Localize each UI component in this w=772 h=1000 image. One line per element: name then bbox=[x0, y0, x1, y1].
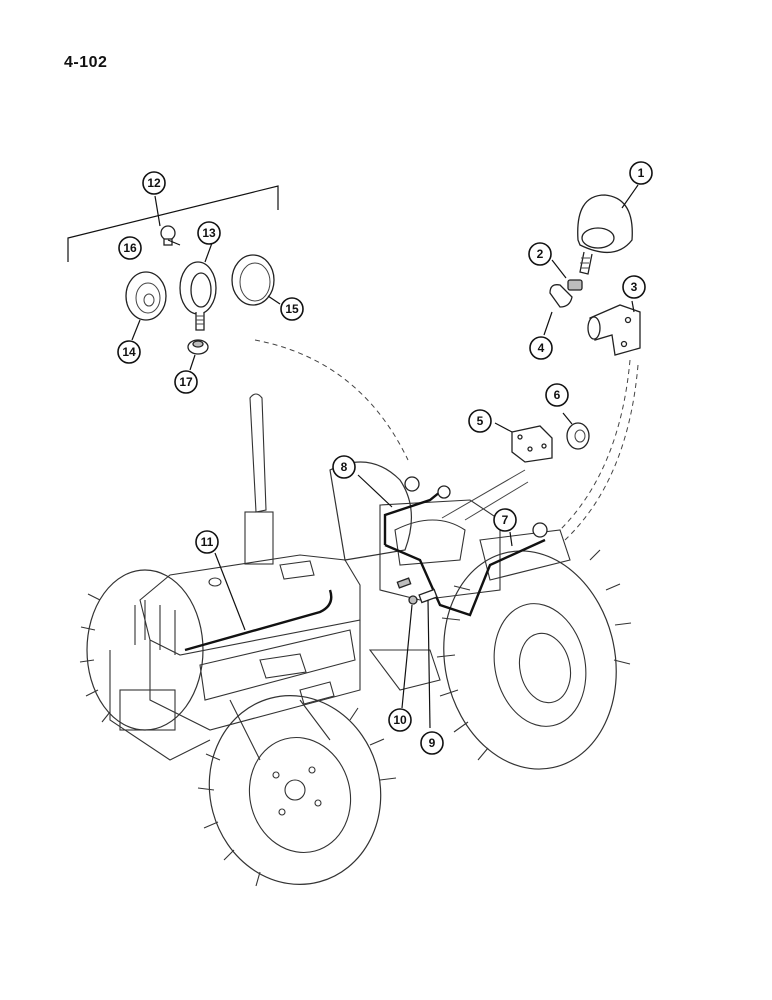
callout-16: 16 bbox=[118, 236, 142, 260]
svg-text:1: 1 bbox=[638, 166, 645, 180]
svg-text:14: 14 bbox=[122, 345, 136, 359]
svg-text:6: 6 bbox=[554, 388, 561, 402]
callout-12: 12 bbox=[142, 171, 166, 195]
work-lamp-group bbox=[494, 184, 641, 463]
connector-lines bbox=[254, 339, 639, 541]
svg-text:13: 13 bbox=[202, 226, 216, 240]
callout-7: 7 bbox=[493, 508, 517, 532]
callout-9: 9 bbox=[420, 731, 444, 755]
callout-2: 2 bbox=[528, 242, 552, 266]
plate-bracket-part bbox=[511, 425, 553, 463]
svg-text:9: 9 bbox=[429, 736, 436, 750]
right-rear-wheel bbox=[436, 549, 632, 770]
callout-13: 13 bbox=[197, 221, 221, 245]
callout-6: 6 bbox=[545, 383, 569, 407]
lens-part bbox=[125, 271, 167, 321]
page-number: 4-102 bbox=[64, 54, 108, 71]
tractor-body bbox=[109, 393, 571, 761]
grommet-part bbox=[187, 339, 209, 355]
callout-11: 11 bbox=[195, 530, 219, 554]
rim-part bbox=[231, 254, 275, 306]
group-bracket bbox=[67, 185, 279, 262]
tractor-illustration bbox=[79, 393, 632, 887]
svg-text:17: 17 bbox=[179, 375, 193, 389]
callout-8: 8 bbox=[332, 455, 356, 479]
lamp-housing-part bbox=[179, 261, 217, 331]
svg-text:2: 2 bbox=[537, 247, 544, 261]
svg-text:3: 3 bbox=[631, 280, 638, 294]
svg-text:8: 8 bbox=[341, 460, 348, 474]
callout-17: 17 bbox=[174, 370, 198, 394]
callout-14: 14 bbox=[117, 340, 141, 364]
svg-text:10: 10 bbox=[393, 713, 407, 727]
callout-15: 15 bbox=[280, 297, 304, 321]
callout-4: 4 bbox=[529, 336, 553, 360]
bulb-part bbox=[160, 225, 176, 246]
callout-3: 3 bbox=[622, 275, 646, 299]
svg-text:7: 7 bbox=[502, 513, 509, 527]
rear-left-wheel bbox=[79, 569, 204, 731]
svg-text:16: 16 bbox=[123, 241, 137, 255]
svg-text:15: 15 bbox=[285, 302, 299, 316]
svg-text:12: 12 bbox=[147, 176, 161, 190]
cap-part bbox=[566, 422, 590, 450]
callout-5: 5 bbox=[468, 409, 492, 433]
svg-text:5: 5 bbox=[477, 414, 484, 428]
front-left-wheel bbox=[197, 695, 397, 887]
lamp-assembly-group bbox=[67, 185, 281, 371]
callout-10: 10 bbox=[388, 708, 412, 732]
wiring-harness bbox=[184, 476, 548, 652]
mounting-bracket-part bbox=[587, 304, 641, 356]
svg-text:11: 11 bbox=[201, 535, 214, 549]
svg-text:4: 4 bbox=[538, 341, 545, 355]
callout-1: 1 bbox=[629, 161, 653, 185]
work-lamp-part bbox=[577, 194, 633, 275]
